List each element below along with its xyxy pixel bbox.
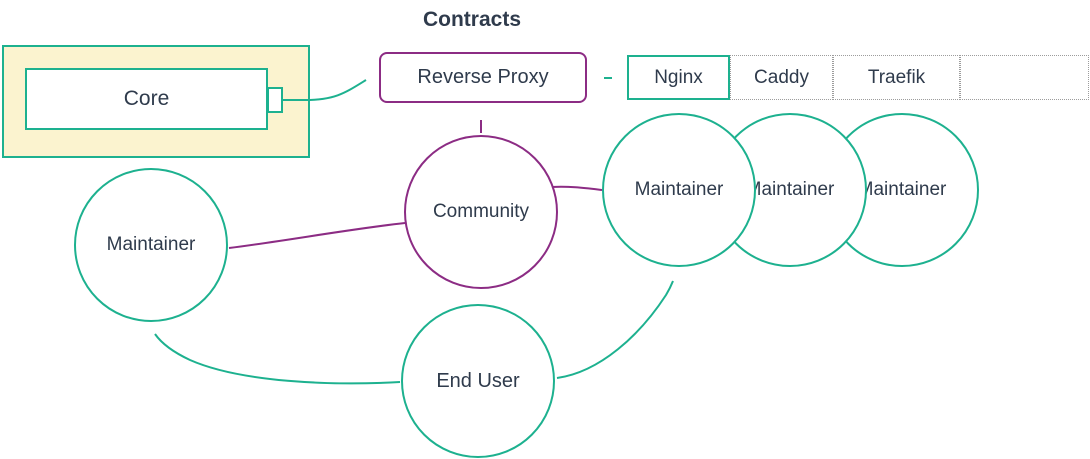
node-maintainer-right-3-label: Maintainer — [857, 179, 947, 200]
node-caddy: Caddy — [730, 55, 833, 100]
edge-end-user-to-maintainer-right — [556, 280, 674, 379]
node-community-label: Community — [432, 201, 530, 222]
edge-community-to-maintainer-left — [228, 222, 406, 249]
node-community: Community — [404, 135, 558, 289]
node-end-user: End User — [401, 304, 555, 458]
node-core: Core — [25, 68, 268, 130]
node-traefik-label: Traefik — [867, 66, 926, 88]
node-maintainer-right-1-label: Maintainer — [634, 179, 724, 200]
node-reverse-proxy-label: Reverse Proxy — [417, 66, 549, 88]
node-reverse-proxy: Reverse Proxy — [379, 52, 587, 103]
edge-end-user-to-maintainer-left — [154, 333, 401, 385]
node-nginx-label: Nginx — [654, 66, 703, 88]
edge-core-to-reverse-proxy — [283, 79, 367, 101]
node-maintainer-left-label: Maintainer — [106, 234, 196, 255]
node-maintainer-left: Maintainer — [74, 168, 228, 322]
node-traefik: Traefik — [833, 55, 960, 100]
node-core-label: Core — [123, 87, 170, 110]
edge-community-to-maintainer-right — [550, 185, 603, 191]
core-edge-port — [267, 87, 283, 113]
node-nginx: Nginx — [627, 55, 730, 100]
diagram-title: Contracts — [422, 8, 522, 31]
node-end-user-label: End User — [436, 369, 520, 392]
node-maintainer-right-2-label: Maintainer — [745, 179, 835, 200]
node-maintainer-right-1: Maintainer — [602, 113, 756, 267]
node-proxy-placeholder — [960, 55, 1089, 100]
node-caddy-label: Caddy — [754, 66, 809, 88]
